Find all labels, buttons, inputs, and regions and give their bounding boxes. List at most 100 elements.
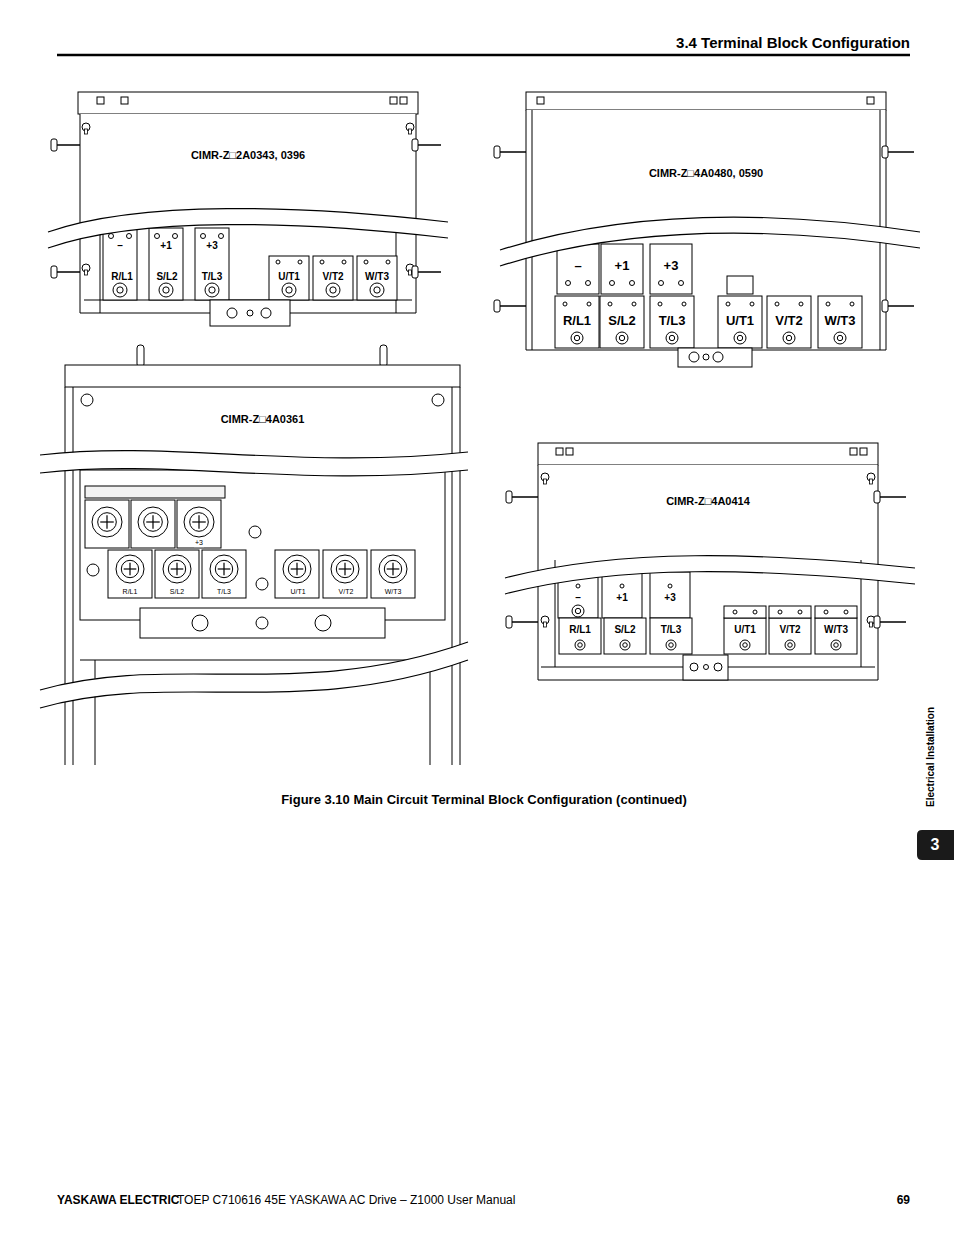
terminal-name: S/L2 — [607, 314, 636, 328]
housing-part — [650, 572, 690, 618]
housing-part — [683, 655, 728, 680]
housing-part — [556, 448, 563, 455]
keyhole-slot — [870, 622, 873, 627]
housing-part — [155, 550, 199, 598]
handle-cap — [506, 491, 512, 503]
housing-part — [566, 448, 573, 455]
terminal-name: V/T2 — [321, 271, 344, 282]
handle-cap — [51, 139, 57, 151]
break-band — [48, 209, 448, 248]
drive-4a0480 — [494, 92, 920, 367]
screw-symbol — [326, 283, 340, 297]
screw-symbol — [286, 287, 292, 293]
terminal-name: T/L3 — [201, 271, 224, 282]
handle-cap — [882, 300, 888, 312]
lifting-rod — [380, 345, 387, 367]
housing-part — [724, 618, 766, 654]
housing-part — [65, 365, 460, 387]
terminal-name: U/T1 — [725, 314, 755, 328]
screw-symbol — [159, 283, 173, 297]
housing-part — [559, 618, 601, 654]
screw-symbol — [288, 560, 305, 577]
break-line — [40, 451, 468, 458]
terminal-name: S/L2 — [169, 588, 185, 596]
screw-symbol — [571, 332, 583, 344]
screw-symbol — [283, 555, 311, 583]
terminal-name: +3 — [194, 539, 204, 547]
screw-symbol — [659, 281, 664, 286]
handle-cap — [412, 266, 418, 278]
outline-line — [55, 144, 80, 146]
screw-symbol — [144, 513, 163, 532]
screw-symbol — [620, 640, 630, 650]
terminal-name: +3 — [663, 259, 680, 273]
housing-part — [601, 244, 643, 294]
screw-symbol — [168, 560, 185, 577]
screw-symbol — [374, 287, 380, 293]
terminal-name: +1 — [615, 592, 628, 603]
drive-housing: CIMR-Z□4A0480, 0590 — [526, 167, 886, 179]
housing-part — [769, 606, 811, 618]
screw-symbol — [632, 302, 636, 306]
drive-2a0343 — [48, 92, 448, 326]
screw-symbol — [575, 608, 580, 613]
screw-symbol — [619, 335, 624, 340]
screw-symbol — [713, 352, 723, 362]
housing-part — [860, 448, 867, 455]
screw-symbol — [138, 507, 168, 537]
screw-symbol — [798, 610, 802, 614]
housing-part — [727, 276, 753, 294]
screw-symbol — [844, 610, 848, 614]
housing-part — [724, 606, 766, 618]
housing-part — [275, 550, 319, 598]
screw-symbol — [155, 234, 160, 239]
screw-symbol — [778, 610, 782, 614]
screw-symbol — [837, 335, 842, 340]
screw-symbol — [87, 564, 99, 576]
model-label: CIMR-Z□4A0480, 0590 — [526, 167, 886, 179]
outline-line — [80, 660, 445, 661]
terminal-name: S/L2 — [155, 271, 178, 282]
screw-symbol — [799, 302, 803, 306]
housing-part — [121, 97, 128, 104]
screw-symbol — [824, 610, 828, 614]
break-line — [40, 642, 468, 690]
outline-line — [878, 621, 906, 623]
terminal-name: W/T3 — [384, 588, 403, 596]
screw-symbol — [666, 332, 678, 344]
housing-part — [650, 618, 692, 654]
screw-symbol — [714, 663, 722, 671]
break-band — [40, 451, 468, 476]
screw-symbol — [315, 615, 331, 631]
handle-cap — [494, 146, 500, 158]
screw-symbol — [775, 302, 779, 306]
outline-line — [532, 110, 533, 350]
housing-part — [85, 500, 129, 548]
outline-line — [129, 563, 130, 576]
housing-part — [80, 470, 445, 620]
housing-part — [678, 348, 752, 367]
screw-symbol — [668, 584, 672, 588]
screw-symbol — [750, 302, 754, 306]
outline-line — [510, 621, 538, 623]
terminal-name: V/T2 — [778, 624, 801, 635]
housing-part — [815, 606, 857, 618]
terminal-name: +3 — [663, 592, 676, 603]
housing-part — [650, 244, 692, 294]
housing-part — [526, 92, 886, 110]
screw-symbol — [689, 352, 699, 362]
screw-symbol — [386, 260, 390, 264]
handle-cap — [874, 491, 880, 503]
terminal-name: V/T2 — [338, 588, 355, 596]
screw-symbol — [127, 234, 132, 239]
screw-symbol — [682, 302, 686, 306]
keyhole-slot — [409, 129, 412, 134]
screw-symbol — [737, 335, 742, 340]
outline-line — [296, 563, 297, 576]
drive-housing: CIMR-Z□2A0343, 0396 — [80, 149, 416, 161]
outline-line — [152, 515, 153, 529]
screw-symbol — [733, 610, 737, 614]
outline-line — [878, 496, 906, 498]
